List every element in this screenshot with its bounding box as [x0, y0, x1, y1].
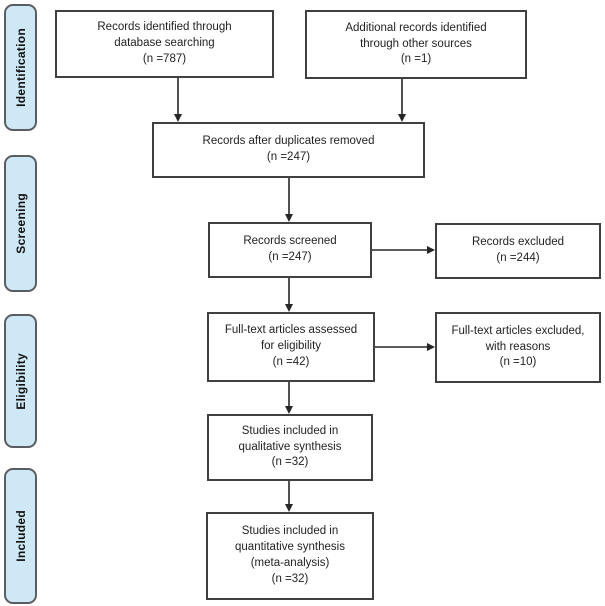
- arrow-screened-to-excluded: [372, 246, 435, 254]
- box-records-screened: Records screened (n =247): [208, 222, 372, 278]
- arrow-qualitative-to-quantitative: [285, 481, 293, 512]
- stage-screening-label: Screening: [13, 193, 28, 254]
- box-after-duplicates: Records after duplicates removed (n =247…: [152, 122, 425, 178]
- stage-eligibility-label: Eligibility: [13, 352, 28, 410]
- stage-included-label: Included: [13, 510, 28, 562]
- box-records-excluded: Records excluded (n =244): [435, 223, 601, 279]
- arrow-identified-to-duplicates: [174, 78, 182, 122]
- arrow-fulltext-to-fulltext-excluded: [375, 343, 435, 351]
- box-fulltext-assessed: Full-text articles assessed for eligibil…: [207, 312, 375, 382]
- stage-identification: Identification: [4, 4, 37, 131]
- stage-eligibility: Eligibility: [4, 314, 37, 448]
- arrow-screened-to-fulltext: [285, 278, 293, 312]
- box-fulltext-excluded: Full-text articles excluded, with reason…: [435, 312, 601, 383]
- arrow-fulltext-to-qualitative: [285, 382, 293, 414]
- stage-included: Included: [4, 468, 37, 604]
- arrow-additional-to-duplicates: [398, 79, 406, 122]
- stage-screening: Screening: [4, 155, 37, 292]
- box-quantitative-synthesis: Studies included in quantitative synthes…: [206, 512, 374, 600]
- box-records-identified: Records identified through database sear…: [55, 10, 274, 78]
- box-qualitative-synthesis: Studies included in qualitative synthesi…: [207, 414, 373, 481]
- arrow-duplicates-to-screened: [285, 178, 293, 222]
- stage-identification-label: Identification: [13, 28, 28, 107]
- box-additional-records: Additional records identified through ot…: [305, 10, 527, 79]
